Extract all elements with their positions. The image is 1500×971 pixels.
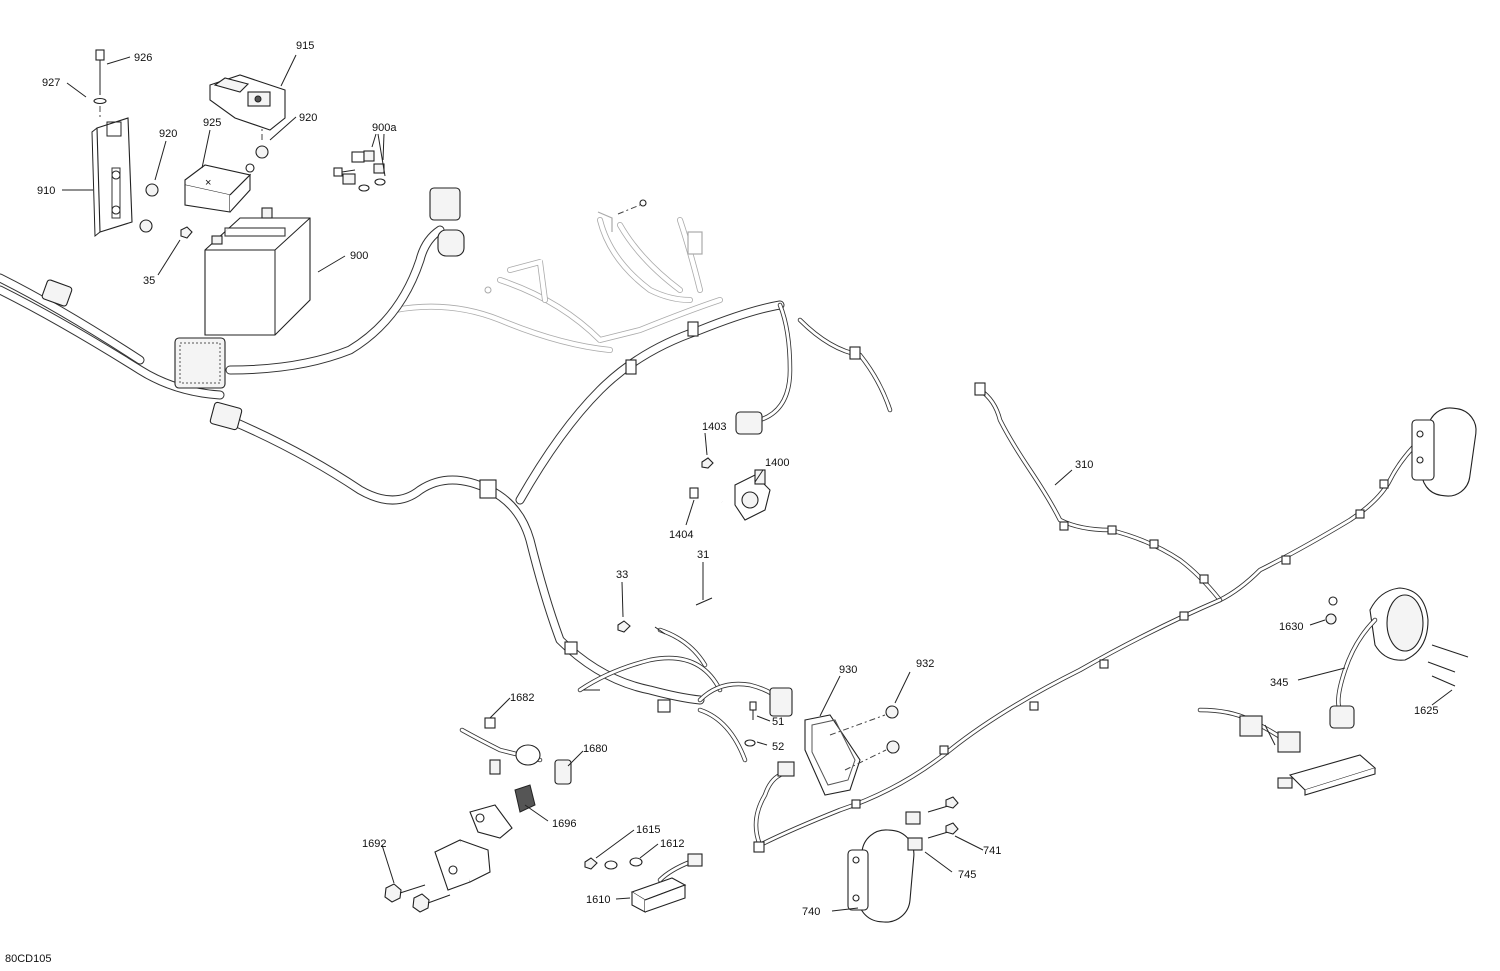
callout-1610: 1610 <box>586 894 610 906</box>
misc-fasteners <box>617 597 757 747</box>
battery-bracket <box>91 49 193 239</box>
module-345 <box>1197 587 1469 796</box>
callout-33: 33 <box>616 569 628 581</box>
main-harness <box>0 225 893 763</box>
callout-740: 740 <box>802 906 820 918</box>
callout-900: 900 <box>350 250 368 262</box>
callout-310: 310 <box>1075 459 1093 471</box>
sensor-1680 <box>459 717 572 839</box>
callout-745: 745 <box>958 869 976 881</box>
fasteners-900a <box>333 150 386 192</box>
callout-1612: 1612 <box>660 838 684 850</box>
callout-925: 925 <box>203 117 221 129</box>
callout-1615: 1615 <box>636 824 660 836</box>
tail-light-left <box>847 796 959 923</box>
callout-35: 35 <box>143 275 155 287</box>
callout-920-b: 920 <box>299 112 317 124</box>
callout-900a: 900a <box>372 122 397 134</box>
callout-1692: 1692 <box>362 838 386 850</box>
callout-927: 927 <box>42 77 60 89</box>
callout-915: 915 <box>296 40 314 52</box>
ghost-frame <box>392 199 723 353</box>
callout-1696: 1696 <box>552 818 576 830</box>
left-connectors <box>41 187 465 431</box>
callout-1625: 1625 <box>1414 705 1438 717</box>
tail-light-right <box>1411 407 1477 497</box>
callout-345: 345 <box>1270 677 1288 689</box>
right-harness <box>753 382 1423 853</box>
sensor-1400 <box>689 411 771 521</box>
callout-741: 741 <box>983 845 1001 857</box>
callout-labels: 926 927 915 920 920 925 900a 910 35 900 … <box>5 40 1438 965</box>
module-1610 <box>584 853 703 913</box>
callout-31: 31 <box>697 549 709 561</box>
callout-1400: 1400 <box>765 457 789 469</box>
bracket-1692 <box>384 839 491 913</box>
diagram-code: 80CD105 <box>5 953 51 965</box>
callout-930: 930 <box>839 664 857 676</box>
callout-52: 52 <box>772 741 784 753</box>
callout-932: 932 <box>916 658 934 670</box>
callout-51: 51 <box>772 716 784 728</box>
svg-text:×: × <box>205 177 211 189</box>
battery <box>204 207 311 336</box>
callout-1404: 1404 <box>669 529 693 541</box>
module-930 <box>769 687 900 796</box>
callout-920-a: 920 <box>159 128 177 140</box>
callout-926: 926 <box>134 52 152 64</box>
callout-1682: 1682 <box>510 692 534 704</box>
callout-1403: 1403 <box>702 421 726 433</box>
callout-910: 910 <box>37 185 55 197</box>
callout-1630: 1630 <box>1279 621 1303 633</box>
leader-lines <box>62 54 1453 912</box>
callout-1680: 1680 <box>583 743 607 755</box>
battery-cover: × <box>184 74 286 213</box>
